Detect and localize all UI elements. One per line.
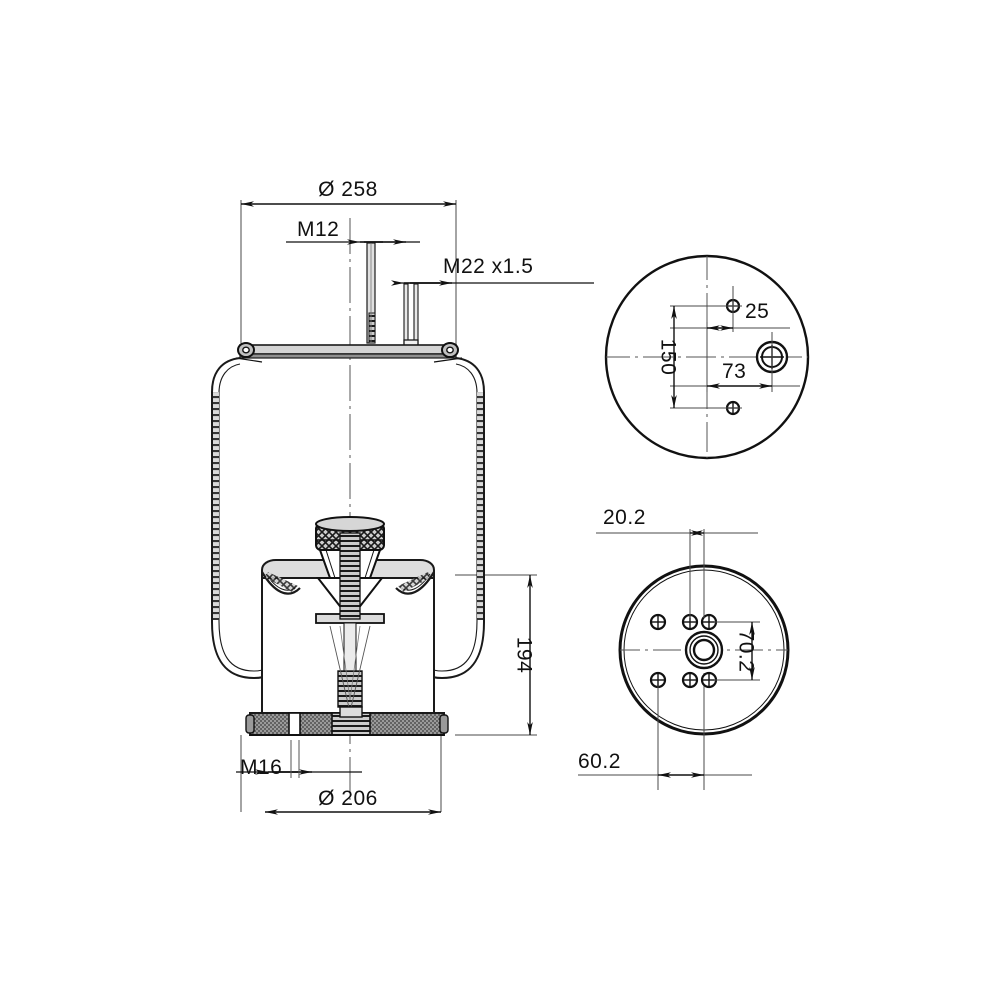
dimension-label-25: 25: [745, 300, 769, 323]
bolt-hole-icon: [649, 671, 667, 689]
dimension-70-2: 70.2: [735, 622, 758, 680]
dimension-label-150: 150: [657, 339, 680, 376]
dimension-diameter-206: Ø 206: [265, 787, 441, 815]
internal-fastener: [315, 532, 385, 713]
dimension-label-194: 194: [513, 637, 536, 674]
bottom-piston-view: 20.2 70.2 60.2: [578, 506, 790, 790]
dimension-194: 194: [513, 575, 536, 735]
bolt-hole-icon: [700, 671, 718, 689]
dimension-label-m12: M12: [297, 218, 339, 241]
bottom-bolt-holes: [649, 613, 718, 689]
dimension-label-m16: M16: [240, 756, 282, 779]
dimension-150: 150: [657, 306, 680, 408]
dimension-label-m22: M22 x1.5: [443, 255, 533, 278]
front-section-view: Ø 258 M12 M22 x1.5: [211, 178, 594, 815]
dimension-m12: M12: [286, 218, 420, 245]
dimension-m22: M22 x1.5: [391, 255, 594, 286]
bolt-hole-icon: [681, 671, 699, 689]
dimension-73: 73: [707, 360, 772, 389]
dimension-label-60-2: 60.2: [578, 750, 621, 773]
dimension-label-206: Ø 206: [318, 787, 378, 810]
dimension-m16: M16: [236, 740, 362, 779]
dimension-label-20-2: 20.2: [603, 506, 646, 529]
dimension-label-73: 73: [722, 360, 746, 383]
base-plate: [245, 706, 449, 736]
dimension-label-258: Ø 258: [318, 178, 378, 201]
dimension-20-2: 20.2: [603, 506, 704, 536]
dimension-label-70-2: 70.2: [735, 630, 758, 673]
dimension-diameter-258: Ø 258: [241, 178, 456, 207]
dimension-25: 25: [707, 300, 769, 331]
witness-lines: [240, 200, 537, 812]
dimension-60-2: 60.2: [578, 750, 704, 778]
bottom-center-bore: [684, 630, 724, 670]
bolt-hole-icon: [649, 613, 667, 631]
top-plate-view: 150 25 73: [604, 254, 810, 460]
